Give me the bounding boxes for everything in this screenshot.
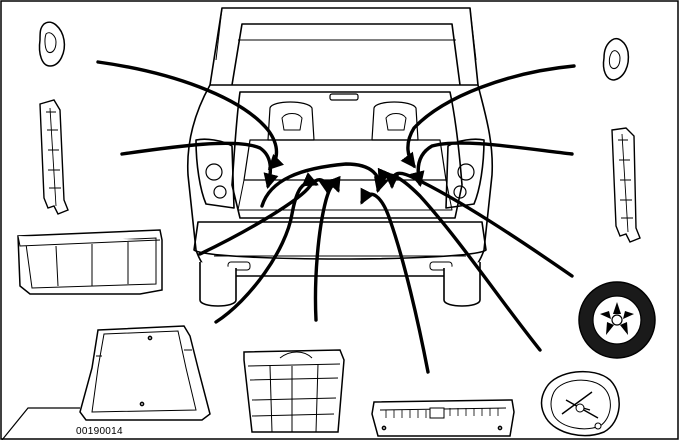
liftgate-open xyxy=(210,8,478,85)
vehicle-rear-view xyxy=(188,8,493,306)
rear-tire-left xyxy=(200,262,236,306)
scuff-plate-icon xyxy=(372,400,514,436)
jack-kit-icon xyxy=(542,372,620,436)
floor-panel-icon xyxy=(80,326,210,420)
tire-icon xyxy=(579,282,655,358)
rear-tire-right xyxy=(444,262,480,306)
figure-id-label: 00190014 xyxy=(76,426,123,437)
organizer-bin-icon xyxy=(244,350,344,432)
package-tray-icon xyxy=(18,230,162,294)
